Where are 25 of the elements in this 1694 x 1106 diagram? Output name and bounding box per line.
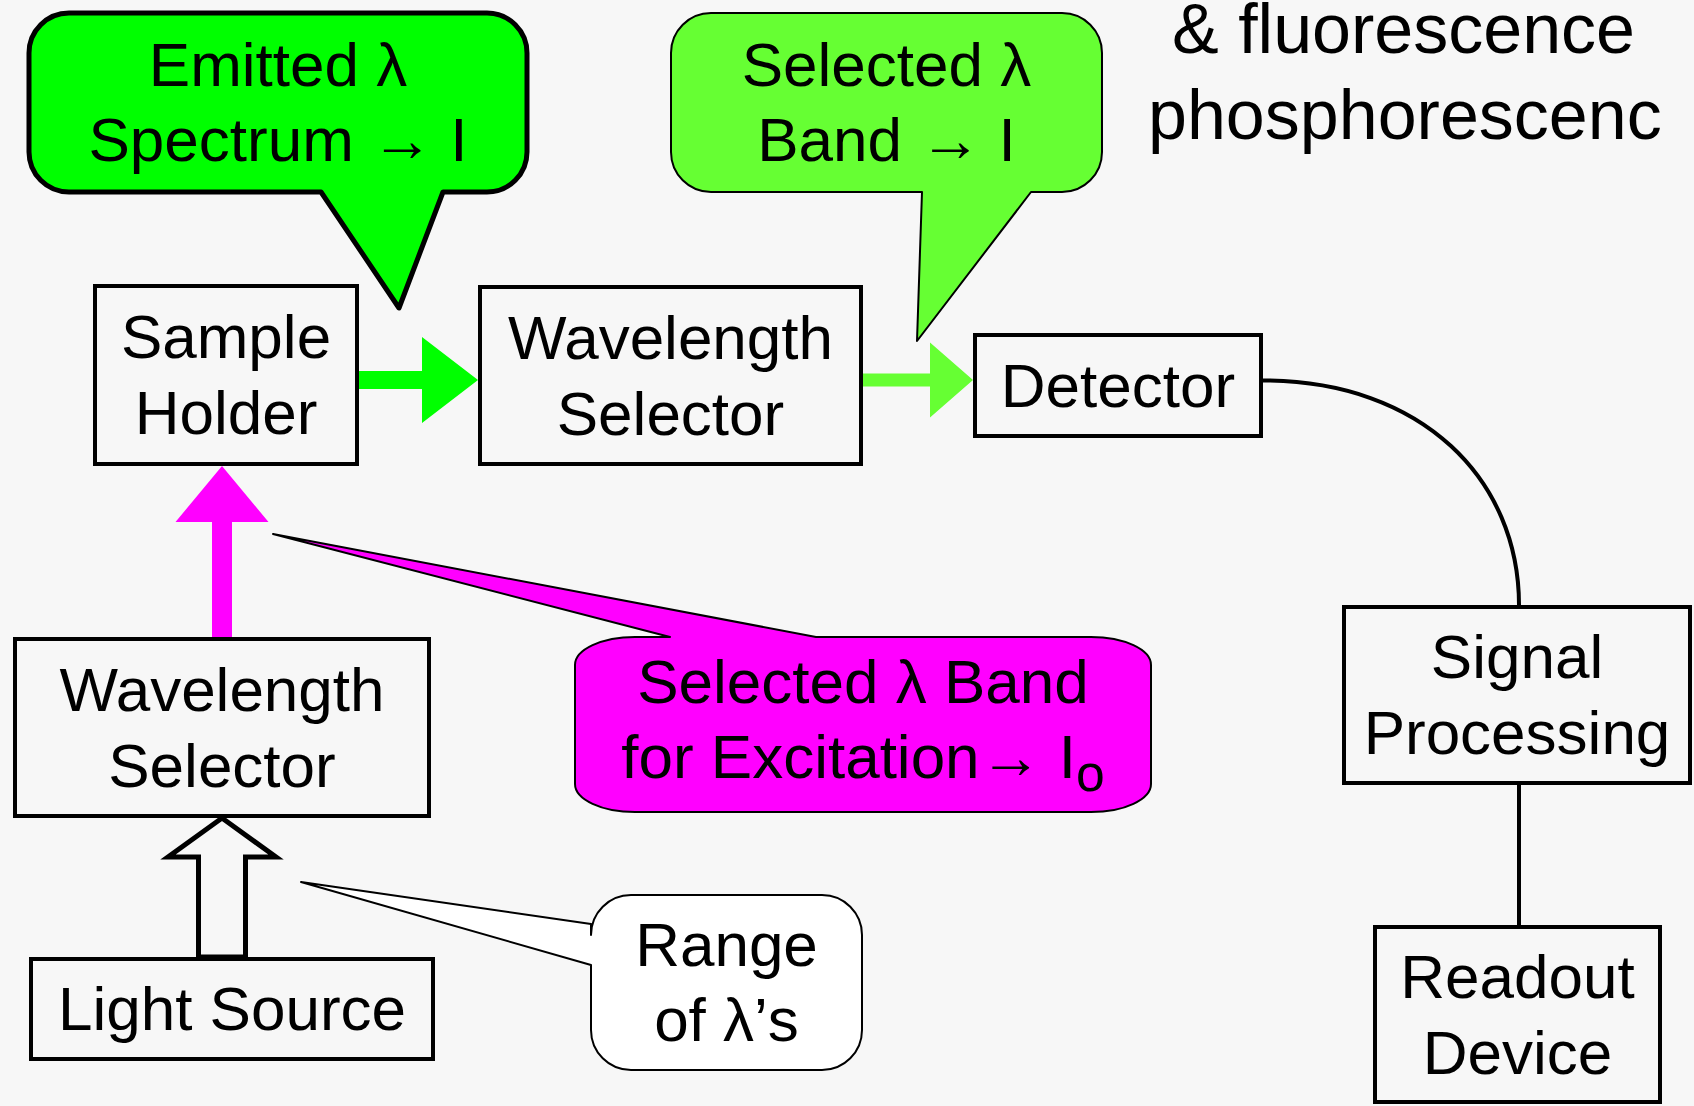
box-label: Light Source [56, 973, 408, 1046]
connector-line [1517, 785, 1521, 925]
block-arrow [359, 337, 478, 423]
block-arrow [863, 342, 973, 418]
callout-text: Selected λ Band for Excitation→ I$_{o}$ [620, 646, 1106, 804]
process-box [478, 285, 863, 466]
box-label: Readout Device [1399, 940, 1636, 1089]
process-box [13, 637, 431, 818]
heading-text: & fluorescence [1172, 0, 1636, 64]
connector-line [1262, 378, 1521, 606]
callout-text: Selected λ Band → I [740, 29, 1033, 176]
process-box [29, 957, 435, 1061]
callout-text: Emitted λ Spectrum → I [87, 29, 469, 176]
box-label: Sample Holder [119, 301, 333, 449]
process-box [93, 284, 359, 466]
process-box [1342, 605, 1692, 785]
process-box [973, 333, 1263, 438]
block-arrow [175, 466, 269, 637]
callout-bubble [29, 13, 527, 308]
box-label: Detector [999, 349, 1237, 422]
box-label: Wavelength Selector [58, 653, 386, 802]
callout-text: Range of λ’s [634, 909, 819, 1056]
box-label: Wavelength Selector [506, 301, 835, 450]
process-box [1373, 925, 1662, 1104]
box-label: Signal Processing [1362, 621, 1672, 769]
